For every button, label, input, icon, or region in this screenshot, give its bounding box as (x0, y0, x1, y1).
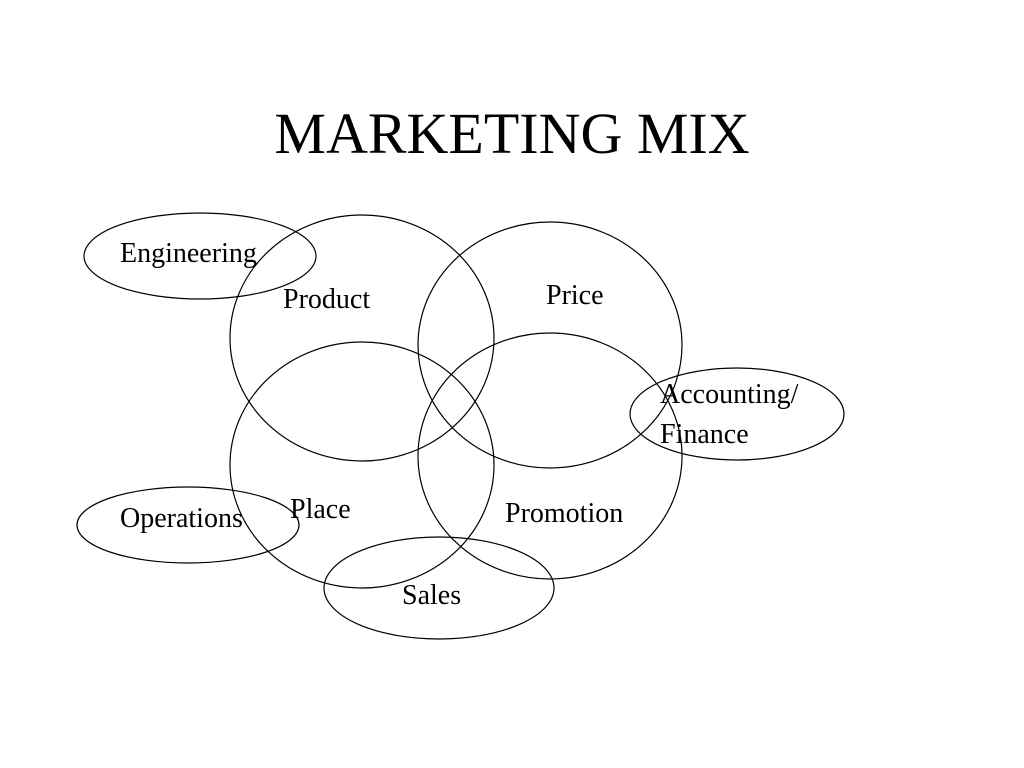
accounting-label-line2: Finance (660, 419, 749, 450)
sales-label: Sales (402, 580, 462, 611)
place-circle (229, 341, 495, 589)
sales-ellipse (323, 536, 555, 640)
promotion-label: Promotion (505, 498, 624, 529)
engineering-ellipse (83, 212, 317, 300)
accounting-label-line1: Accounting/ (660, 379, 799, 410)
price-circle (417, 221, 683, 469)
promotion-circle (417, 332, 683, 580)
accounting-finance-ellipse (629, 367, 845, 461)
place-label: Place (290, 494, 351, 525)
price-label: Price (546, 280, 604, 311)
operations-ellipse (76, 486, 300, 564)
accounting-finance-label: Accounting/ Finance (660, 375, 798, 455)
operations-label: Operations (120, 503, 243, 534)
product-circle (229, 214, 495, 462)
slide-title: MARKETING MIX (274, 101, 750, 166)
product-label: Product (283, 284, 371, 315)
engineering-label: Engineering (120, 238, 257, 269)
